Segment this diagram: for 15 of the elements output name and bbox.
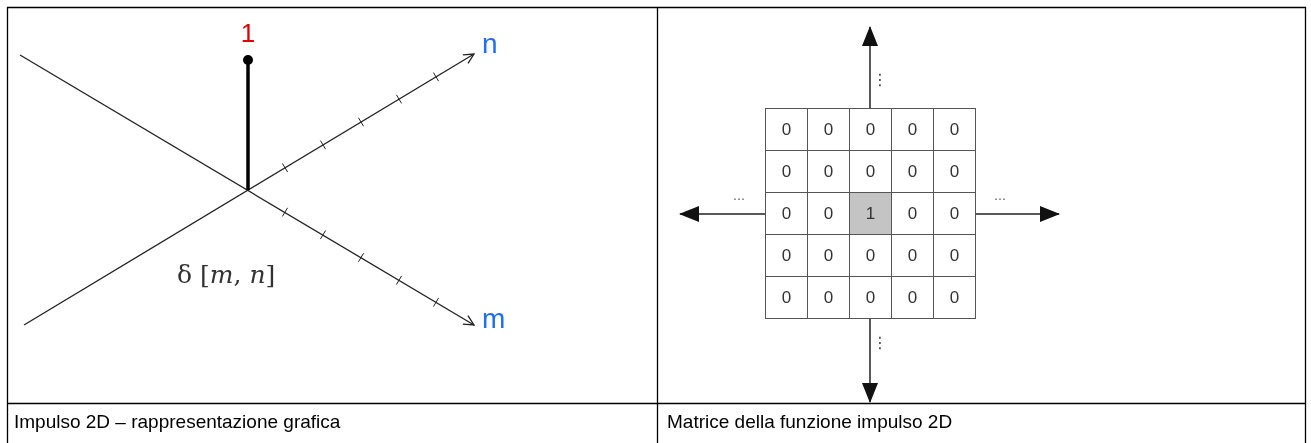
axis-label: n xyxy=(482,30,498,58)
matrix-cell: 1 xyxy=(849,192,892,235)
ellipsis: ⋮ xyxy=(872,72,888,88)
matrix-cell: 0 xyxy=(933,108,976,151)
impulse-value: 1 xyxy=(240,20,256,46)
ellipsis: … xyxy=(994,190,1006,202)
caption: Matrice della funzione impulso 2D xyxy=(667,412,953,431)
axis-label: m xyxy=(482,305,506,333)
function-label: δ [m, n] xyxy=(177,262,276,287)
matrix-cell: 0 xyxy=(765,276,808,319)
caption: Impulso 2D – rappresentazione grafica xyxy=(14,412,341,431)
ellipsis: … xyxy=(733,190,745,202)
ellipsis: ⋮ xyxy=(872,335,888,351)
matrix-cell: 0 xyxy=(765,108,808,151)
matrix-cell: 0 xyxy=(933,276,976,319)
